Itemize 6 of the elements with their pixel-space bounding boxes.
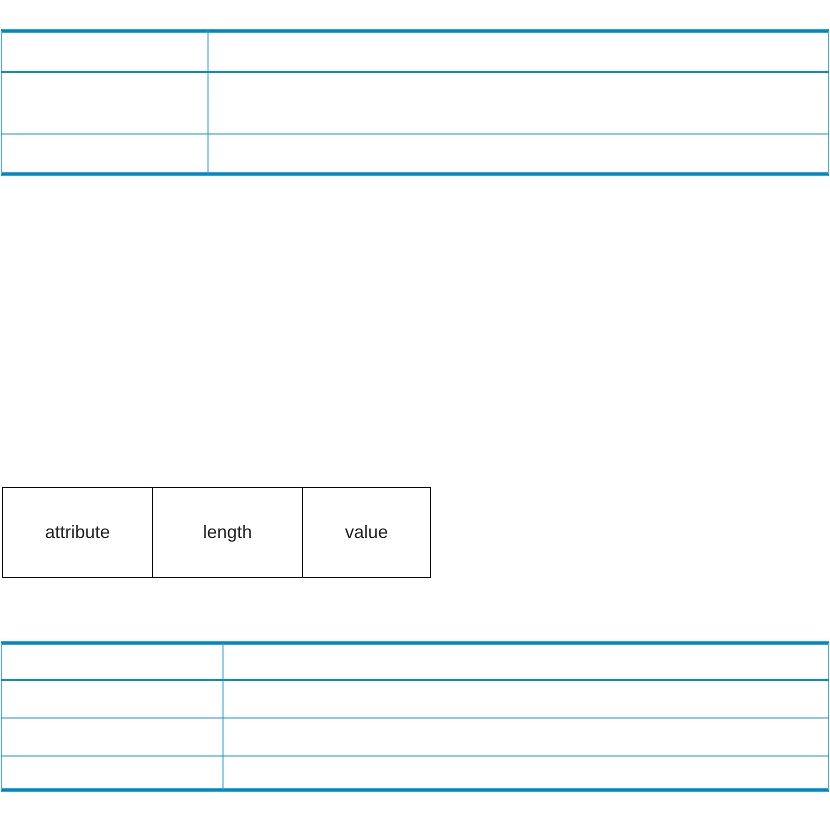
field-box	[2, 487, 153, 578]
field-box	[152, 487, 303, 578]
field-name: value	[344, 522, 388, 543]
field-name: attribute	[44, 522, 110, 543]
field-box	[302, 487, 431, 578]
field-name: length	[202, 522, 252, 543]
